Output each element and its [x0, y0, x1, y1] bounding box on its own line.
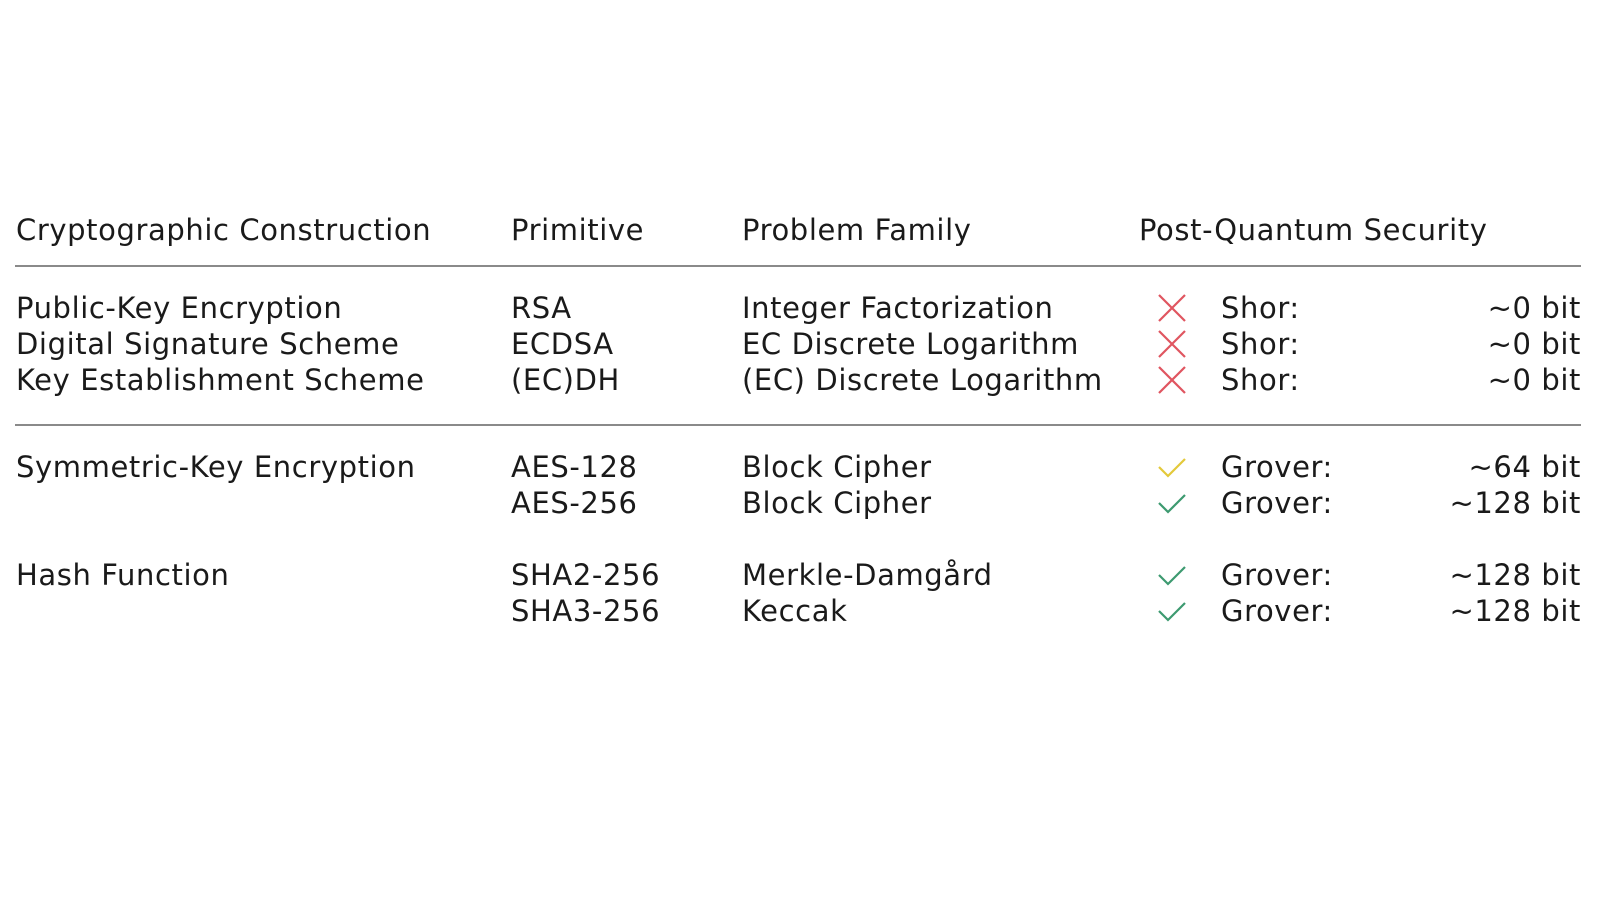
primitive-aes-128: AES-128	[511, 450, 638, 484]
bits-value: ~128 bit	[1449, 486, 1581, 520]
bits-value: ~128 bit	[1449, 594, 1581, 628]
bits-value: ~0 bit	[1487, 291, 1581, 325]
construction-key-establishment: Key Establishment Scheme	[16, 363, 425, 397]
header-security: Post-Quantum Security	[1139, 213, 1488, 247]
algorithm-shor: Shor:	[1221, 363, 1300, 397]
algorithm-grover: Grover:	[1221, 558, 1333, 592]
construction-symmetric-key-encryption: Symmetric-Key Encryption	[16, 450, 416, 484]
check-icon-green	[1156, 487, 1188, 519]
check-icon-yellow	[1156, 451, 1188, 483]
algorithm-grover: Grover:	[1221, 594, 1333, 628]
family-ec-discrete-log: EC Discrete Logarithm	[742, 327, 1079, 361]
family-block-cipher: Block Cipher	[742, 450, 932, 484]
check-icon-green	[1156, 595, 1188, 627]
check-icon-green	[1156, 559, 1188, 591]
algorithm-shor: Shor:	[1221, 327, 1300, 361]
family-discrete-log: (EC) Discrete Logarithm	[742, 363, 1103, 397]
primitive-sha3-256: SHA3-256	[511, 594, 661, 628]
cross-icon	[1156, 328, 1188, 360]
group-rule	[15, 424, 1581, 426]
bits-value: ~0 bit	[1487, 363, 1581, 397]
family-merkle-damgard: Merkle-Damgård	[742, 558, 993, 592]
construction-public-key-encryption: Public-Key Encryption	[16, 291, 343, 325]
algorithm-shor: Shor:	[1221, 291, 1300, 325]
header-construction: Cryptographic Construction	[16, 213, 432, 247]
bits-value: ~0 bit	[1487, 327, 1581, 361]
primitive-ecdh: (EC)DH	[511, 363, 620, 397]
algorithm-grover: Grover:	[1221, 450, 1333, 484]
bits-value: ~64 bit	[1468, 450, 1581, 484]
primitive-ecdsa: ECDSA	[511, 327, 614, 361]
algorithm-grover: Grover:	[1221, 486, 1333, 520]
family-integer-factorization: Integer Factorization	[742, 291, 1054, 325]
primitive-aes-256: AES-256	[511, 486, 638, 520]
cross-icon	[1156, 364, 1188, 396]
bits-value: ~128 bit	[1449, 558, 1581, 592]
header-rule	[15, 265, 1581, 267]
primitive-sha2-256: SHA2-256	[511, 558, 661, 592]
header-family: Problem Family	[742, 213, 972, 247]
construction-hash-function: Hash Function	[16, 558, 230, 592]
cross-icon	[1156, 292, 1188, 324]
family-block-cipher: Block Cipher	[742, 486, 932, 520]
security-table: Cryptographic Construction Primitive Pro…	[15, 0, 1581, 900]
primitive-rsa: RSA	[511, 291, 572, 325]
header-primitive: Primitive	[511, 213, 645, 247]
family-keccak: Keccak	[742, 594, 848, 628]
construction-digital-signature: Digital Signature Scheme	[16, 327, 400, 361]
